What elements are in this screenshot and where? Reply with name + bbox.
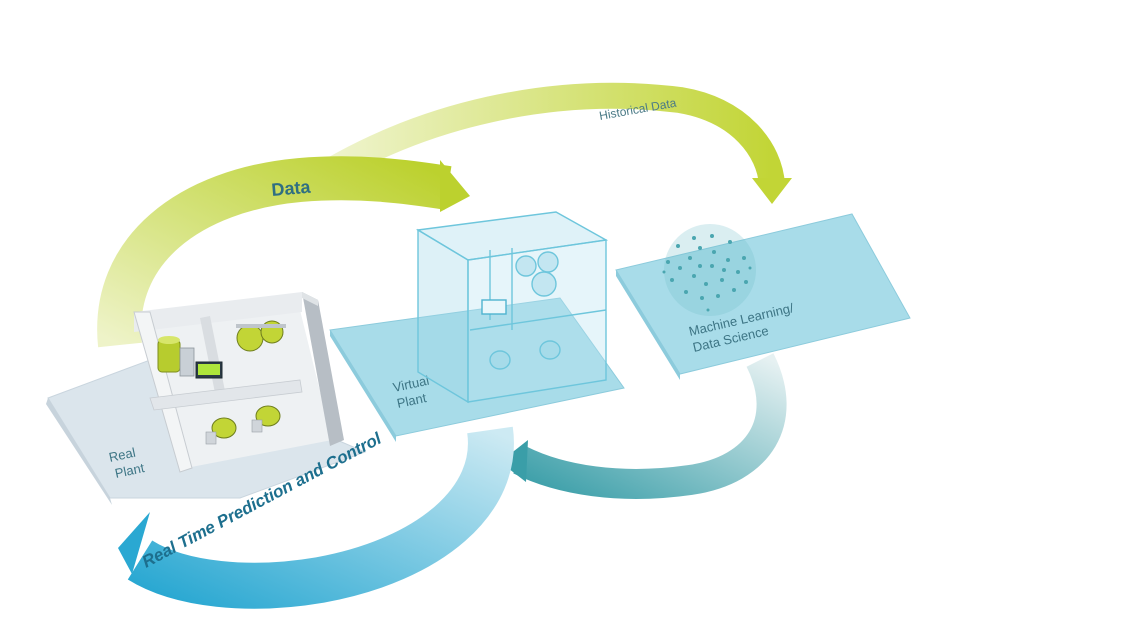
virtual-plant-label-line1: Virtual [392,373,431,395]
real-plant-label-line2: Plant [114,460,146,481]
historical-data-arrow: Historical Data [292,82,792,204]
real-plant-label-line1: Real [108,445,137,465]
tank-icon [157,339,181,373]
virtual-vessel-icon [489,350,511,370]
prediction-arrowhead-icon [118,512,150,574]
ml-platform: Machine Learning/ Data Science [615,213,911,380]
virtual-plant-label-line2: Plant [396,390,428,411]
ml-to-virtual-arrow [500,353,787,499]
real-plant-building [133,292,344,473]
historical-arrowhead-icon [752,178,792,204]
virtual-monitor-icon [481,299,507,315]
reactor-icon [236,324,264,352]
virtual-plant-platform: Virtual Plant [329,297,625,442]
vessel-icon [211,417,237,439]
data-cloud-icon [662,224,756,316]
data-label: Data [271,177,313,200]
data-arrowhead-icon [440,160,470,212]
virtual-reactor-icon [515,255,537,277]
data-arrow: Data [97,156,470,348]
teal-arrowhead-icon [500,440,528,482]
virtual-plant-wireframe [415,211,609,404]
